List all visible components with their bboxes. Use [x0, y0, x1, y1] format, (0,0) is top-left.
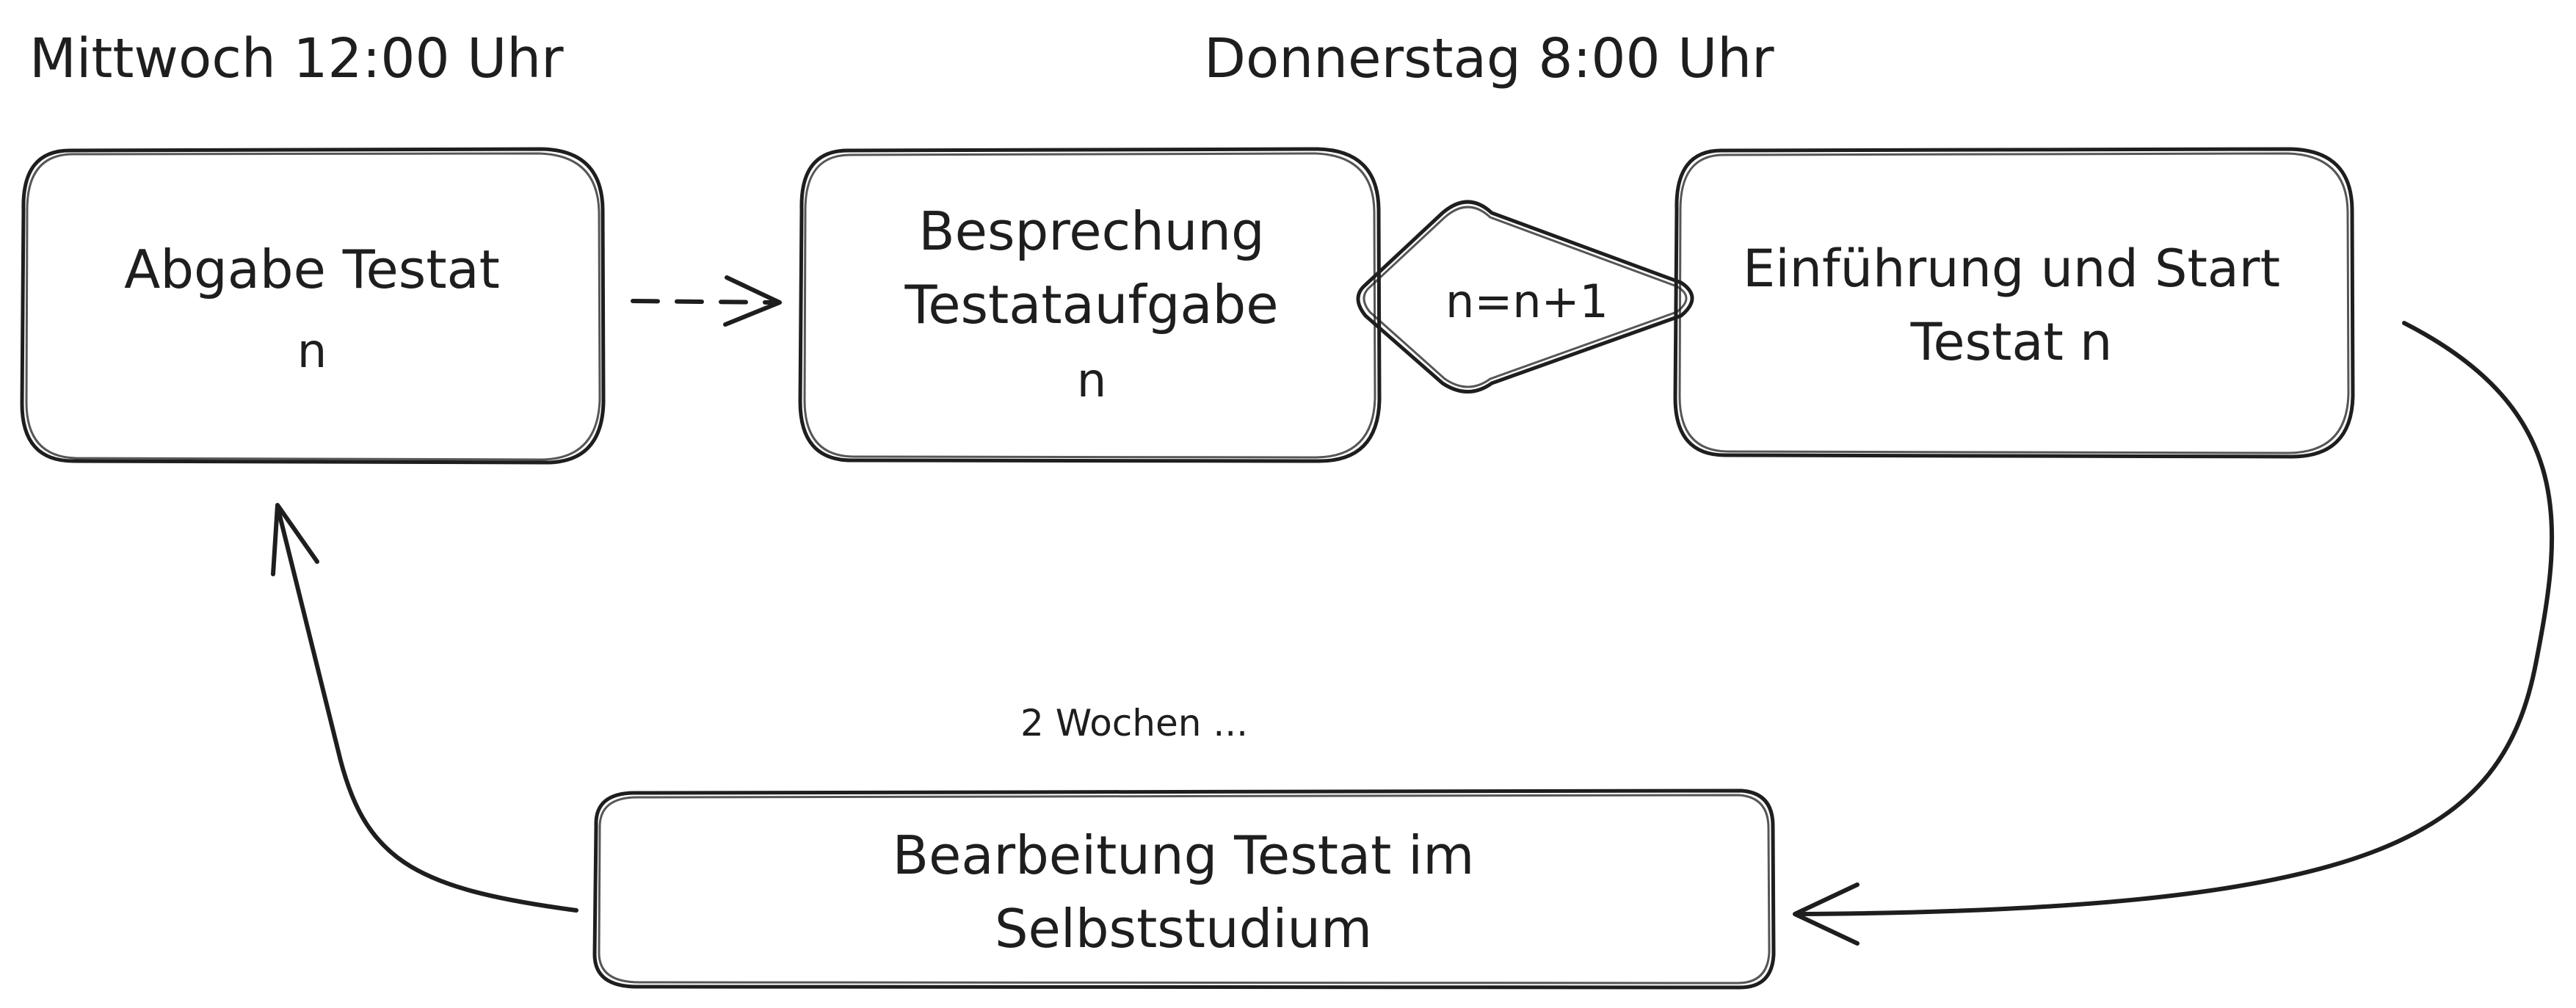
- node-besprechung-line3: n: [1077, 354, 1107, 408]
- node-abgabe-testat: Abgabe Testat n: [20, 147, 606, 465]
- dashed-arrow: [631, 275, 782, 327]
- arrow-bearbeitung-to-abgabe: [271, 503, 578, 913]
- node-einfuehrung-line2: Testat n: [1910, 312, 2113, 372]
- node-besprechung-line2: Testataufgabe: [904, 274, 1278, 336]
- node-bearbeitung: Bearbeitung Testat im Selbststudium: [592, 788, 1776, 990]
- arrow-einfuehrung-to-bearbeitung: [1793, 321, 2555, 946]
- duration-annotation: 2 Wochen ...: [1020, 702, 1248, 744]
- node-einfuehrung-line1: Einführung und Start: [1743, 239, 2280, 299]
- node-bearbeitung-line2: Selbststudium: [995, 898, 1372, 960]
- node-abgabe-line1: Abgabe Testat: [124, 239, 500, 300]
- heading-thursday: Donnerstag 8:00 Uhr: [1204, 27, 1774, 90]
- heading-wednesday: Mittwoch 12:00 Uhr: [29, 27, 564, 90]
- node-besprechung-line1: Besprechung: [918, 200, 1264, 262]
- node-abgabe-line2: n: [297, 324, 327, 379]
- node-besprechung: Besprechung Testataufgabe n: [798, 147, 1382, 463]
- node-einfuehrung: Einführung und Start Testat n: [1673, 147, 2355, 459]
- node-bearbeitung-line1: Bearbeitung Testat im: [893, 824, 1475, 886]
- node-increment-label: n=n+1: [1445, 275, 1608, 328]
- node-increment-diamond: n=n+1: [1356, 200, 1694, 394]
